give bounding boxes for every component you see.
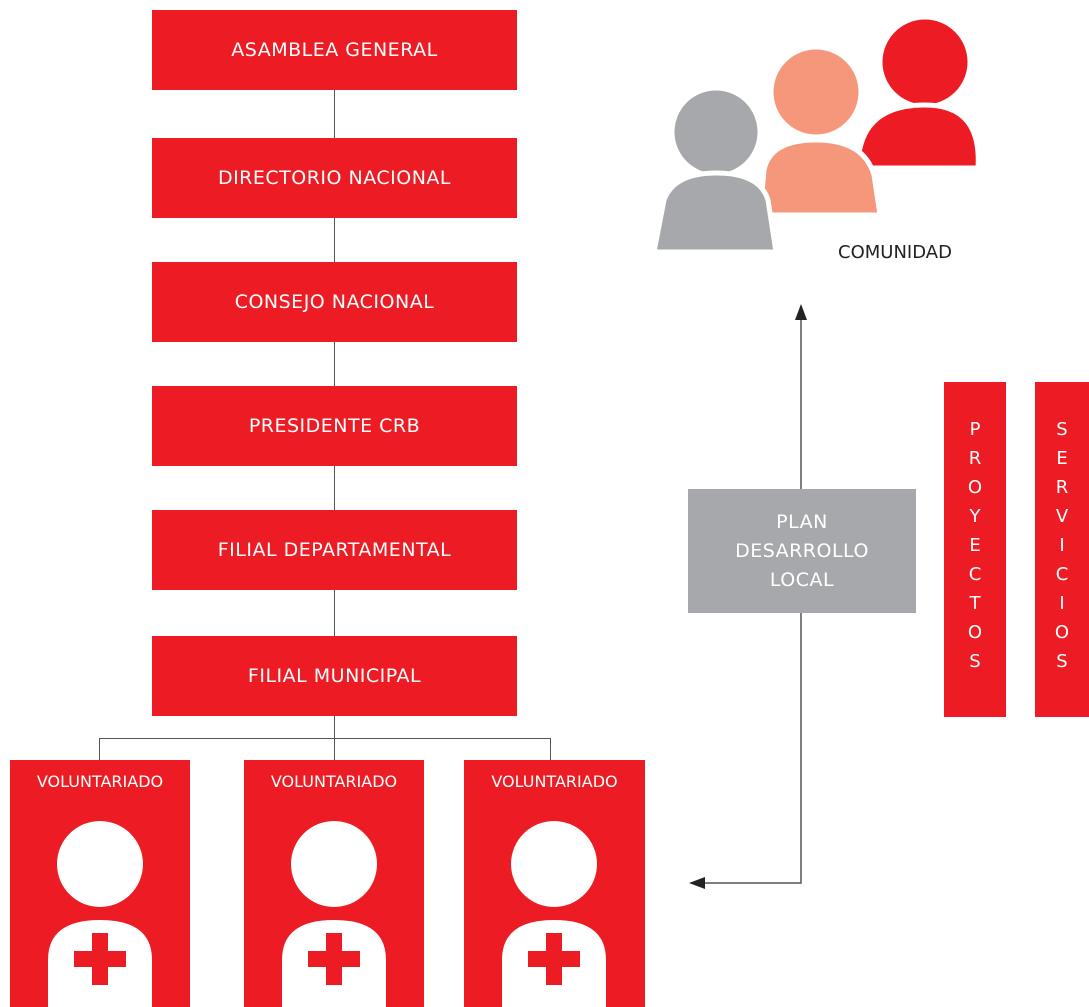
box-filial-departamental: FILIAL DEPARTAMENTAL <box>152 510 517 590</box>
letter: O <box>967 622 983 643</box>
letter: C <box>1055 564 1069 585</box>
letter: V <box>1055 506 1069 527</box>
volunteer-label: VOLUNTARIADO <box>36 772 164 791</box>
volunteer-label: VOLUNTARIADO <box>491 772 618 791</box>
letter: R <box>968 448 982 469</box>
servicios-box: S E R V I C I O S <box>1035 382 1089 717</box>
letter: E <box>1056 448 1068 469</box>
volunteer-card: VOLUNTARIADO <box>464 760 645 1007</box>
plan-line: PLAN <box>776 510 828 533</box>
volunteer-card: VOLUNTARIADO <box>244 760 424 1007</box>
box-presidente-crb: PRESIDENTE CRB <box>152 386 517 466</box>
volunteer-label: VOLUNTARIADO <box>270 772 398 791</box>
letter: E <box>969 535 981 556</box>
proyectos-box: P R O Y E C T O S <box>944 382 1006 717</box>
letter: O <box>967 477 983 498</box>
box-filial-municipal: FILIAL MUNICIPAL <box>152 636 517 716</box>
connector-line <box>550 738 551 760</box>
letter: S <box>1056 419 1068 440</box>
arrow-up-head <box>795 304 807 320</box>
box-directorio-nacional: DIRECTORIO NACIONAL <box>152 138 517 218</box>
letter: S <box>969 651 981 672</box>
community-label: COMUNIDAD <box>838 242 952 263</box>
connector-line <box>334 218 335 262</box>
letter: Y <box>969 506 981 527</box>
plan-line: LOCAL <box>769 568 835 591</box>
branch-line <box>99 738 551 739</box>
letter: O <box>1054 622 1070 643</box>
community-icon <box>650 14 981 255</box>
letter: C <box>968 564 982 585</box>
letter: P <box>969 419 981 440</box>
plan-line: DESARROLLO <box>735 539 869 562</box>
arrow-left-line <box>704 613 802 884</box>
connector-line <box>334 590 335 636</box>
connector-line <box>334 90 335 138</box>
box-consejo-nacional: CONSEJO NACIONAL <box>152 262 517 342</box>
connector-line <box>334 466 335 510</box>
volunteer-card: VOLUNTARIADO <box>10 760 190 1007</box>
arrow-left-head <box>689 877 705 889</box>
letter: R <box>1055 477 1069 498</box>
volunteer-icon <box>48 821 152 1007</box>
connector-line <box>99 738 100 760</box>
volunteer-icon <box>282 821 386 1007</box>
letter: I <box>1059 535 1065 556</box>
box-asamblea-general: ASAMBLEA GENERAL <box>152 10 517 90</box>
volunteer-icon <box>502 821 606 1007</box>
connector-line <box>334 342 335 386</box>
letter: I <box>1059 593 1065 614</box>
letter: S <box>1056 651 1068 672</box>
plan-desarrollo-local-box: PLAN DESARROLLO LOCAL <box>688 489 916 613</box>
letter: T <box>969 593 981 614</box>
